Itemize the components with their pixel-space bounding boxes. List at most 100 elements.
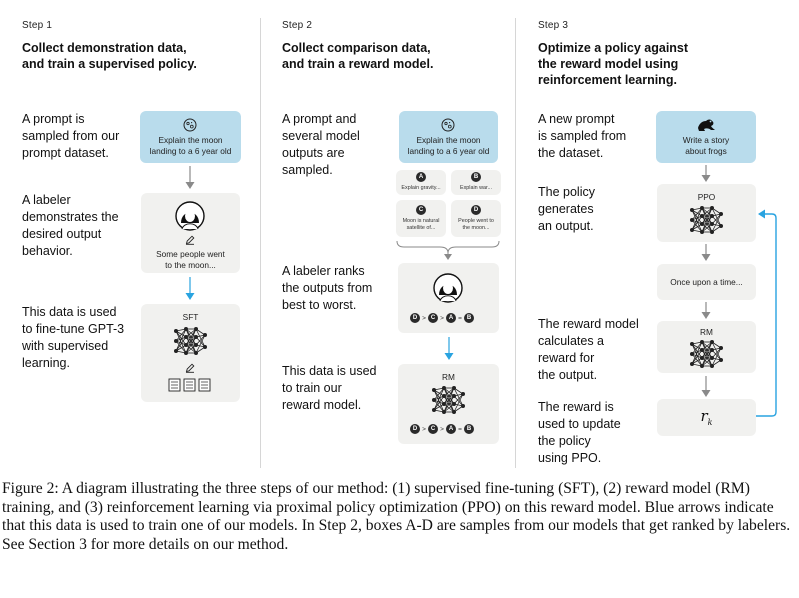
rank-badge-4: B — [464, 313, 474, 323]
network-node — [710, 222, 714, 226]
column-divider-2 — [515, 18, 516, 468]
step3-arrow-2 — [701, 244, 711, 261]
moon-icon — [441, 118, 455, 132]
step1-sft-box: SFT — [141, 304, 240, 402]
rank-op-2: > — [440, 314, 444, 322]
sample-badge-a: A — [416, 172, 426, 182]
network-node — [690, 218, 694, 222]
reward-symbol: rk — [700, 407, 713, 427]
network-node — [700, 348, 704, 352]
neural-network-icon — [174, 327, 207, 355]
network-node — [203, 333, 207, 337]
labeler-avatar-icon — [433, 273, 463, 303]
step1-arrow-2 — [185, 277, 195, 300]
pencil-icon — [185, 235, 195, 245]
rank-op-3: = — [458, 425, 462, 433]
network-node — [442, 402, 446, 406]
network-node — [184, 335, 188, 339]
network-node — [461, 392, 465, 396]
network-node — [174, 339, 178, 343]
network-node — [700, 356, 704, 360]
rank-badge-2: C — [428, 313, 438, 323]
rank-op-3: = — [458, 314, 462, 322]
output-text: Once upon a time... — [670, 277, 743, 287]
step3-policy-box: PPO — [657, 184, 756, 242]
samples-bracket — [396, 240, 500, 260]
column-divider-1 — [260, 18, 261, 468]
step3-output-box: Once upon a time... — [657, 264, 756, 300]
network-node — [690, 208, 694, 212]
step2-label: Step 2 — [282, 20, 313, 31]
rank-badge-3: A — [446, 424, 456, 434]
network-node — [194, 343, 198, 347]
step3-reward-box: rk — [657, 399, 756, 436]
network-node — [710, 364, 714, 368]
network-node — [719, 346, 723, 350]
sample-text-b: Explain war... — [459, 185, 493, 191]
sample-text-a: Explain gravity... — [401, 185, 441, 191]
network-node — [194, 335, 198, 339]
network-node — [442, 394, 446, 398]
sample-box-b: B Explain war... — [451, 170, 501, 195]
network-node — [719, 224, 723, 228]
step1-label: Step 1 — [22, 20, 53, 31]
rank-op-1: > — [422, 425, 426, 433]
sample-box-a: A Explain gravity... — [396, 170, 446, 195]
network-node — [690, 352, 694, 356]
step3-rm-box: RM — [657, 321, 756, 373]
step2-ranking-box: D > C > A = B — [398, 263, 499, 333]
step2-arrow-blue — [444, 337, 454, 360]
step3-arrow-1 — [701, 165, 711, 182]
network-node — [203, 345, 207, 349]
network-node — [710, 340, 714, 344]
network-node — [452, 410, 456, 414]
network-node — [719, 212, 723, 216]
network-node — [719, 358, 723, 362]
network-node — [184, 343, 188, 347]
network-node — [452, 402, 456, 406]
network-node — [700, 206, 704, 210]
step3-arrow-3 — [701, 302, 711, 319]
sample-badge-c: C — [416, 205, 426, 215]
rm-label: RM — [442, 372, 455, 382]
figure-caption: Figure 2: A diagram illustrating the thr… — [2, 480, 791, 553]
document-icon — [168, 378, 211, 392]
network-node — [184, 327, 188, 331]
network-node — [461, 404, 465, 408]
ranking-row: D > C > A = B — [410, 313, 474, 323]
step2-rm-box: RM D > C > A = B — [398, 364, 499, 444]
rank-badge-1: D — [410, 424, 420, 434]
network-node — [194, 351, 198, 355]
network-node — [174, 329, 178, 333]
neural-network-icon — [690, 206, 723, 234]
rank-op-2: > — [440, 425, 444, 433]
network-node — [184, 351, 188, 355]
step3-title: Optimize a policy against the reward mod… — [538, 41, 689, 87]
network-node — [710, 348, 714, 352]
network-node — [442, 410, 446, 414]
step1-arrow-1 — [185, 166, 195, 189]
network-node — [452, 394, 456, 398]
network-node — [174, 349, 178, 353]
network-node — [690, 362, 694, 366]
labeler-avatar-icon — [175, 201, 205, 231]
step1-title: Collect demonstration data, and train a … — [22, 41, 197, 71]
network-node — [432, 408, 436, 412]
sample-badge-d: D — [471, 205, 481, 215]
network-node — [710, 230, 714, 234]
network-node — [432, 398, 436, 402]
